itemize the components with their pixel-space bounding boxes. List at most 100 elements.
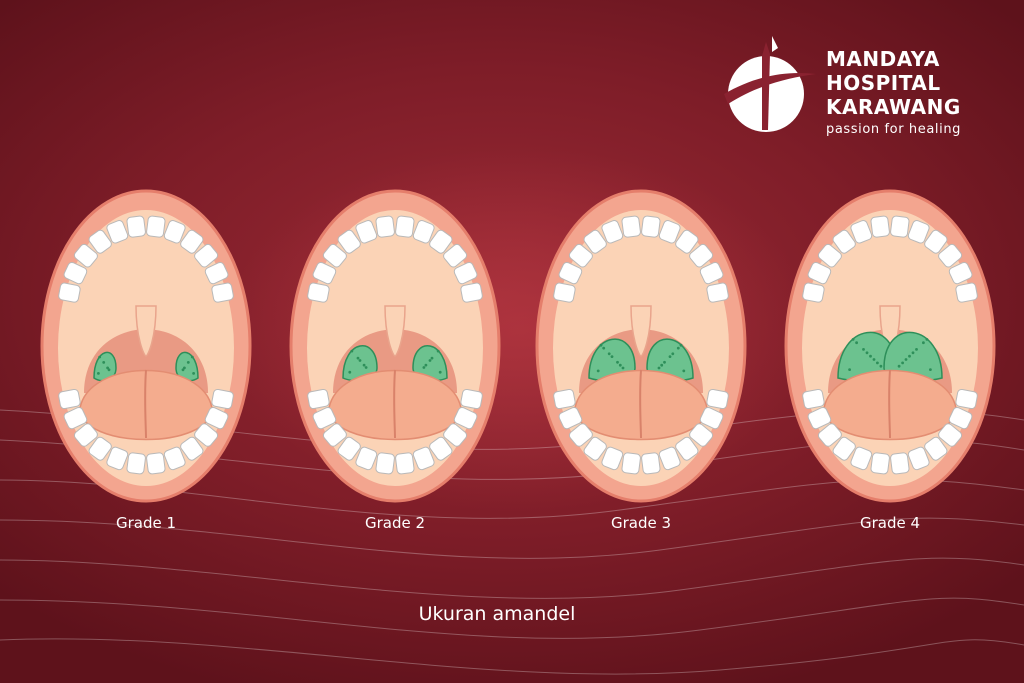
lower-tooth (583, 436, 607, 461)
upper-tooth (689, 243, 714, 268)
grade-label-3: Grade 3 (610, 514, 672, 532)
grade-label-1: Grade 1 (115, 514, 177, 532)
upper-tooth (337, 229, 361, 254)
lower-tooth (621, 452, 641, 475)
diagram-caption: Ukuran amandel (418, 603, 576, 625)
upper-tooth (601, 220, 624, 244)
tonsil-texture (186, 361, 190, 364)
brand-name-line-3: KARAWANG (826, 95, 961, 119)
upper-tooth (890, 215, 910, 238)
upper-tooth (641, 215, 661, 238)
lower-tooth (395, 452, 415, 475)
upper-tooth (460, 282, 483, 303)
lower-tooth (807, 406, 832, 430)
upper-tooth (355, 220, 378, 244)
mouth-illustration (40, 189, 252, 503)
lower-tooth (706, 388, 729, 410)
upper-tooth (583, 229, 607, 254)
upper-tooth (88, 229, 112, 254)
tonsil-texture (879, 364, 883, 368)
upper-tooth (307, 282, 330, 303)
tonsils (342, 345, 448, 382)
tonsil-texture (599, 343, 603, 347)
upper-tooth (870, 215, 890, 238)
tonsil-texture (671, 352, 675, 356)
tonsil-texture (98, 355, 102, 359)
lower-tooth (553, 388, 576, 410)
lower-tooth (180, 436, 204, 461)
tonsil-texture (925, 338, 929, 341)
lower-tooth (890, 452, 910, 475)
tonsil-texture (610, 355, 614, 358)
lower-tooth (641, 452, 661, 475)
lower-tooth (558, 406, 583, 430)
tonsil-texture (621, 366, 625, 370)
tonsil-texture (915, 348, 918, 351)
lower-tooth (817, 423, 842, 447)
lower-tooth (870, 452, 890, 475)
tonsil-texture (602, 346, 606, 350)
tonsil-texture (350, 349, 354, 353)
lower-tooth (63, 406, 88, 430)
lower-tooth (802, 388, 825, 410)
lower-tooth (443, 423, 468, 447)
upper-tooth (73, 243, 98, 268)
grade-label-2: Grade 2 (364, 514, 426, 532)
tonsil-texture (929, 368, 932, 371)
upper-tooth (63, 261, 88, 285)
upper-tooth (146, 215, 166, 238)
mouth-illustration (535, 189, 747, 503)
lower-tooth (194, 423, 219, 447)
brand-name-line-2: HOSPITAL (826, 71, 941, 95)
lower-tooth (73, 423, 98, 447)
lower-tooth (429, 436, 453, 461)
lower-tooth (938, 423, 963, 447)
brand-name-line-1: MANDAYA (826, 47, 940, 71)
upper-tooth (807, 261, 832, 285)
lower-tooth (658, 446, 681, 471)
upper-tooth (180, 229, 204, 254)
tonsil-texture (872, 358, 876, 361)
grade-label-4: Grade 4 (859, 514, 921, 532)
upper-tooth (395, 215, 415, 238)
upper-tooth (675, 229, 699, 254)
upper-tooth (453, 261, 478, 285)
lower-tooth (907, 446, 930, 471)
tonsil-texture (422, 366, 426, 369)
upper-tooth (553, 282, 576, 303)
tonsil-texture (362, 363, 366, 367)
lower-tooth (689, 423, 714, 447)
tonsil-texture (364, 366, 368, 369)
uvula (384, 305, 406, 357)
tongue-midline (393, 369, 396, 439)
tonsil-texture (428, 359, 432, 362)
tonsil-texture (679, 343, 683, 347)
lower-tooth (375, 452, 395, 475)
tonsil-texture (616, 360, 619, 364)
upper-tooth (211, 282, 234, 303)
lower-tooth (146, 452, 166, 475)
lower-tooth (337, 436, 361, 461)
tonsil-texture (904, 358, 908, 361)
tonsil-texture (657, 366, 661, 370)
tonsil-texture (107, 368, 111, 372)
lower-tooth (699, 406, 724, 430)
brand-tagline: passion for healing (826, 122, 962, 137)
upper-tooth (443, 243, 468, 268)
mouth-diagram-grade-1 (40, 188, 252, 504)
lower-tooth (322, 423, 347, 447)
tonsil-texture (897, 364, 901, 368)
mouth-diagram-grade-3 (535, 188, 747, 504)
mouth-illustration (784, 189, 996, 503)
teeth (307, 215, 483, 475)
tonsil-texture (676, 346, 680, 350)
lower-tooth (211, 388, 234, 410)
tonsil-texture (682, 369, 686, 373)
lower-tooth (163, 446, 186, 471)
upper-tooth (817, 243, 842, 268)
uvula (630, 305, 652, 357)
tonsil-texture (596, 369, 600, 373)
tonsil-texture (848, 368, 851, 371)
tonsil-texture (102, 361, 106, 364)
